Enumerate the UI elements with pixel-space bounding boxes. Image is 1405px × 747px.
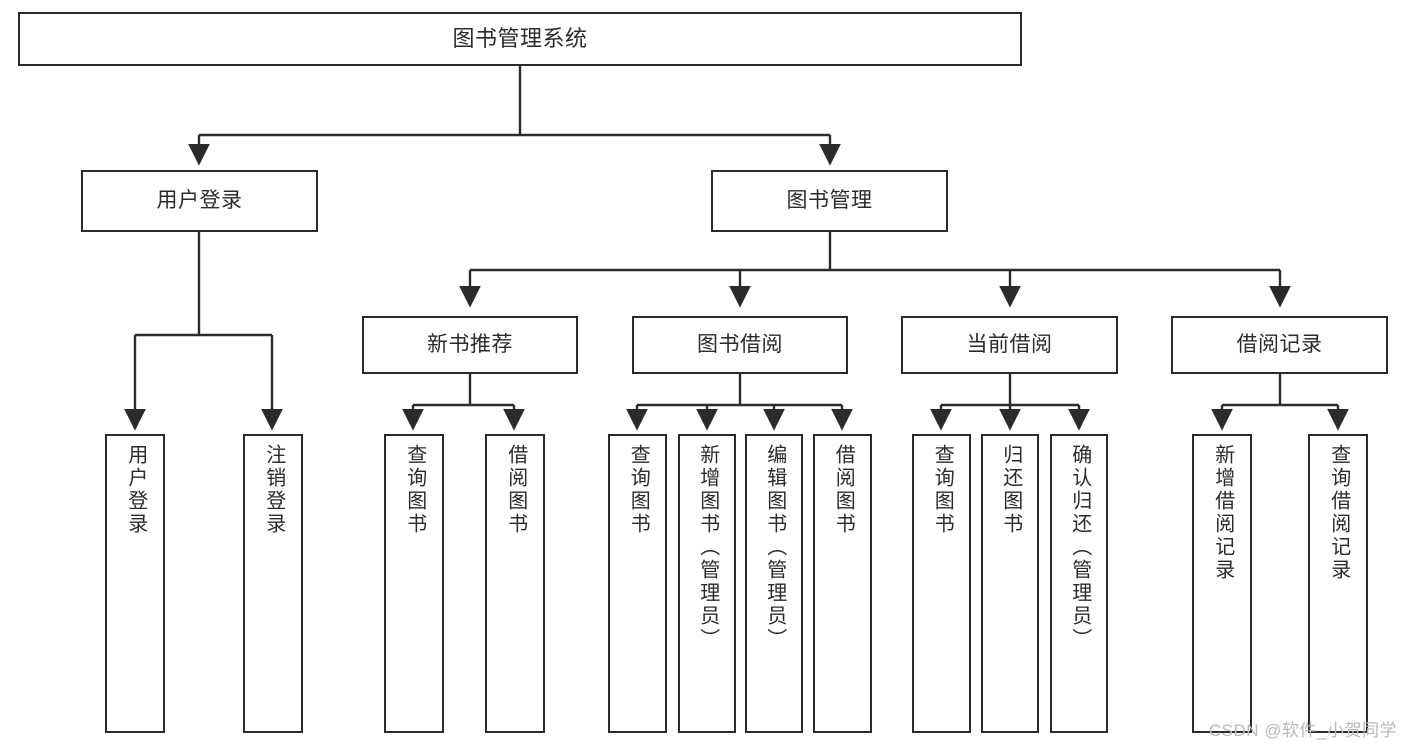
node-leaf-borrow-book-2[interactable]: 借阅图书: [813, 434, 872, 733]
node-leaf-query-book-2[interactable]: 查询图书: [608, 434, 667, 733]
node-label: 新增图书（管理员）: [696, 444, 719, 651]
node-new-book-recommend[interactable]: 新书推荐: [362, 316, 578, 374]
node-label: 新书推荐: [427, 333, 513, 357]
node-label: 确认归还（管理员）: [1068, 444, 1091, 651]
node-label: 新增借阅记录: [1211, 444, 1234, 582]
node-leaf-logout[interactable]: 注销登录: [243, 434, 303, 733]
node-leaf-borrow-book-1[interactable]: 借阅图书: [485, 434, 545, 733]
node-label: 借阅图书: [504, 444, 527, 536]
node-label: 注销登录: [262, 444, 285, 536]
node-label: 图书管理系统: [452, 25, 588, 51]
node-leaf-add-record[interactable]: 新增借阅记录: [1192, 434, 1252, 733]
node-label: 借阅记录: [1236, 333, 1323, 357]
node-leaf-return-book[interactable]: 归还图书: [981, 434, 1039, 733]
node-label: 当前借阅: [966, 333, 1053, 357]
node-label: 用户登录: [156, 189, 243, 213]
node-label: 归还图书: [999, 444, 1022, 536]
node-leaf-confirm-return[interactable]: 确认归还（管理员）: [1050, 434, 1108, 733]
node-label: 图书借阅: [697, 333, 783, 357]
node-label: 查询图书: [931, 444, 954, 536]
node-leaf-query-book-1[interactable]: 查询图书: [384, 434, 444, 733]
node-label: 图书管理: [786, 189, 873, 213]
node-borrow-record[interactable]: 借阅记录: [1171, 316, 1388, 374]
node-leaf-user-login[interactable]: 用户登录: [105, 434, 165, 733]
node-label: 查询图书: [627, 444, 650, 536]
node-book-borrow[interactable]: 图书借阅: [632, 316, 848, 374]
node-label: 用户登录: [124, 444, 147, 536]
node-current-borrow[interactable]: 当前借阅: [901, 316, 1118, 374]
node-label: 借阅图书: [832, 444, 855, 536]
node-user-login[interactable]: 用户登录: [81, 170, 318, 232]
node-leaf-edit-book[interactable]: 编辑图书（管理员）: [745, 434, 803, 733]
node-leaf-query-record[interactable]: 查询借阅记录: [1308, 434, 1368, 733]
node-leaf-add-book[interactable]: 新增图书（管理员）: [678, 434, 736, 733]
node-root-library-system[interactable]: 图书管理系统: [18, 12, 1022, 66]
node-label: 查询图书: [403, 444, 426, 536]
node-label: 编辑图书（管理员）: [763, 444, 786, 651]
node-label: 查询借阅记录: [1327, 444, 1350, 582]
node-leaf-query-book-3[interactable]: 查询图书: [912, 434, 971, 733]
node-book-management[interactable]: 图书管理: [711, 170, 948, 232]
